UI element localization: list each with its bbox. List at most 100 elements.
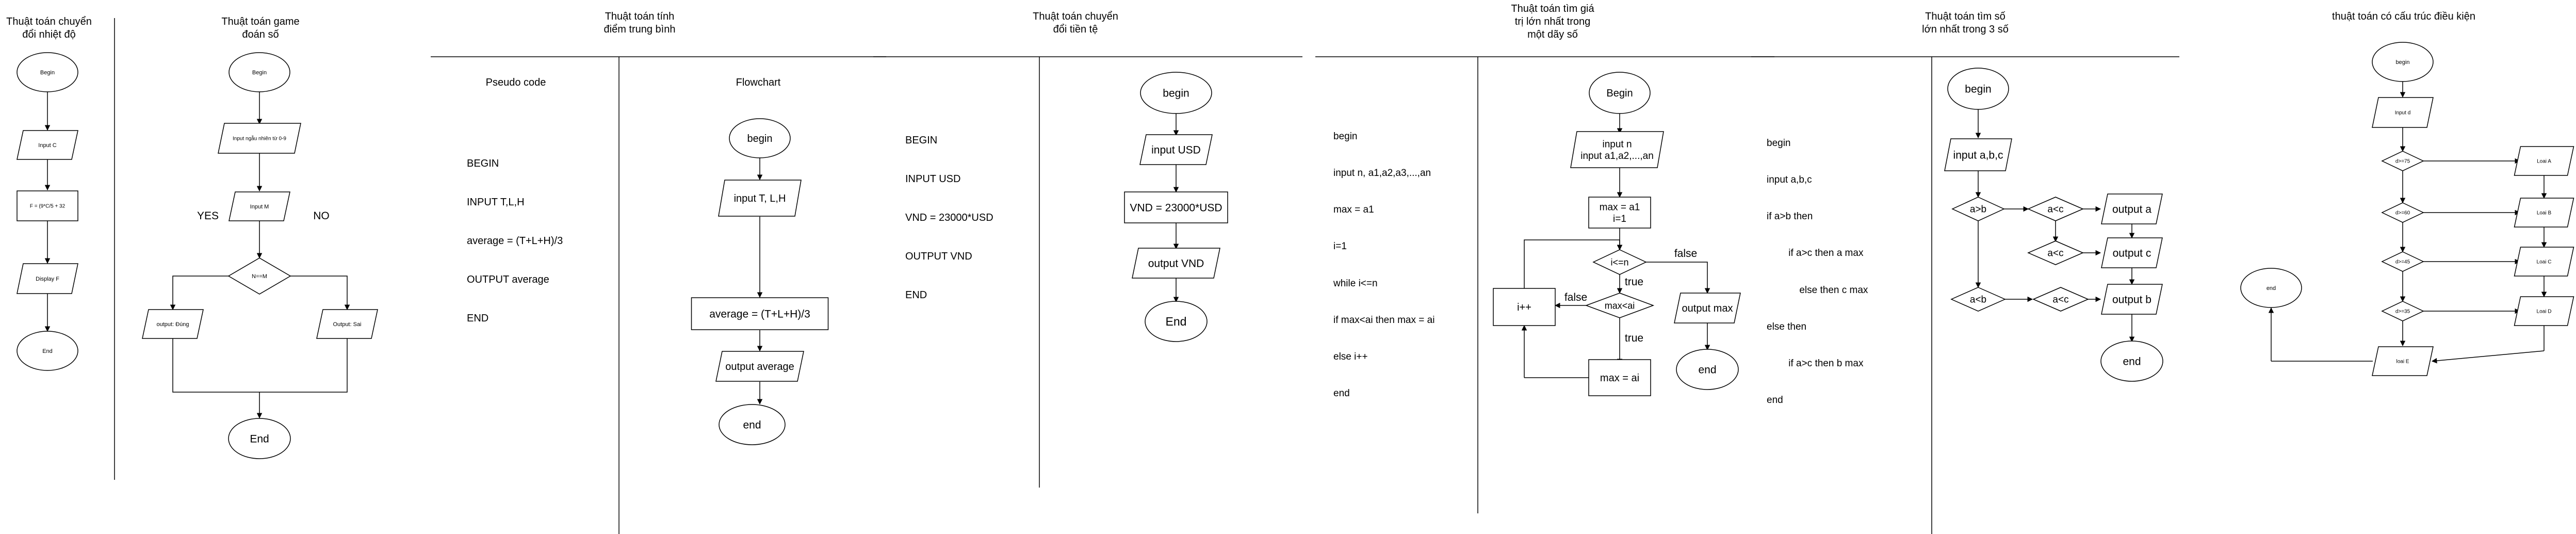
maxseq-true2-label: true — [1625, 332, 1643, 344]
title-max3-line1: Thuật toán tìm số — [1925, 11, 2006, 22]
maxseq-input-shape — [1570, 131, 1664, 168]
game-out-no-shape — [316, 309, 378, 339]
cond-l3-shape — [2514, 247, 2574, 277]
game-input-label: Input M — [250, 204, 269, 210]
vnd-pseudo-line: OUTPUT VND — [905, 251, 972, 262]
game-end-shape — [228, 418, 291, 459]
maxseq-cond1-shape — [1592, 249, 1647, 275]
max3-pseudo-line: input a,b,c — [1767, 174, 1812, 185]
max3-pseudo-line: end — [1767, 395, 1783, 406]
vnd-process-label: VND = 23000*USD — [1130, 202, 1222, 214]
maxseq-begin-label: Begin — [1606, 88, 1633, 99]
temp-output-label: Display F — [36, 276, 59, 282]
maxseq-loop-line — [1524, 239, 1620, 288]
temp-input-label: Input C — [38, 142, 57, 149]
max3-d4-label: a<b — [1970, 295, 1986, 305]
title-max3-line2: lớn nhất trong 3 số — [1922, 24, 2009, 35]
vnd-process-shape — [1124, 191, 1228, 223]
title-midpoint: Thuật toán tính điểm trung bình — [588, 10, 691, 36]
maxseq-output-label: output max — [1682, 303, 1733, 314]
max3-pseudo-line: begin — [1767, 137, 1791, 149]
vnd-input-label: input USD — [1151, 144, 1201, 156]
max3-input-shape — [1944, 138, 2012, 171]
max3-out-c-shape — [2101, 237, 2163, 268]
maxseq-output-shape — [1674, 293, 1741, 323]
maxseq-pseudo-line: if max<ai then max = ai — [1333, 314, 1435, 326]
cond-d1-shape — [2381, 151, 2424, 171]
maxseq-end-shape — [1676, 349, 1739, 390]
title-currency-line1: Thuật toán chuyển — [1033, 11, 1118, 22]
maxseq-pseudo-line: while i<=n — [1333, 278, 1378, 289]
title-midpoint-line1: Thuật toán tính — [605, 11, 675, 22]
cond-l5-label: loai E — [2396, 359, 2409, 365]
max3-pseudo-line: if a>b then — [1767, 211, 1813, 222]
max3-pseudo-line: else then — [1767, 321, 1807, 332]
max3-pseudo-line: if a>c then b max — [1767, 358, 1864, 369]
max3-pseudo-code: begin input a,b,c if a>b then if a>c the… — [1767, 112, 1868, 419]
maxseq-cond2-label: max<ai — [1605, 300, 1635, 311]
avg-pseudo-line: average = (T+L+H)/3 — [467, 235, 563, 247]
title-cond: thuật toán có cấu trúc điều kiện — [2301, 10, 2507, 23]
max3-out-a-shape — [2101, 193, 2163, 224]
maxseq-pseudo-code: begin input n, a1,a2,a3,...,an max = a1 … — [1333, 106, 1434, 412]
cond-end-label: end — [2267, 285, 2276, 292]
game-arrow-no — [290, 276, 350, 311]
cond-l1-shape — [2514, 146, 2574, 176]
cond-end-shape — [2240, 268, 2302, 308]
avg-flow-header: Flowchart — [736, 77, 781, 88]
cond-l2-label: Loai B — [2537, 211, 2552, 216]
maxseq-pseudo-line: max = a1 — [1333, 204, 1374, 215]
max3-d1-label: a>b — [1970, 204, 1986, 215]
title-max3: Thuật toán tìm số lớn nhất trong 3 số — [1909, 10, 2022, 36]
vnd-begin-shape — [1140, 72, 1212, 114]
cond-input-label: Input d — [2395, 110, 2411, 116]
cond-begin-shape — [2372, 42, 2434, 82]
max3-out-a-label: output a — [2112, 203, 2151, 215]
game-end-label: End — [250, 433, 269, 445]
maxseq-true1-label: true — [1625, 276, 1643, 288]
avg-pseudo-line: OUTPUT average — [467, 274, 549, 285]
max3-out-b-shape — [2101, 284, 2163, 315]
avg-output-shape — [715, 351, 804, 382]
avg-process-shape — [691, 297, 829, 330]
vnd-pseudo-line: INPUT USD — [905, 173, 961, 185]
maxseq-assign-shape — [1588, 359, 1651, 396]
maxseq-end-label: end — [1698, 364, 1716, 376]
cond-l3-label: Loai C — [2537, 260, 2552, 265]
vnd-pseudo-line: END — [905, 289, 927, 301]
max3-pseudo-line: else then c max — [1767, 284, 1868, 296]
maxseq-false2-label: false — [1564, 292, 1587, 303]
cond-d3-label: d>=45 — [2395, 260, 2410, 265]
max3-d1-shape — [1951, 197, 2005, 221]
temp-output-shape — [17, 263, 78, 294]
title-temp-line1: Thuật toán chuyển — [6, 16, 92, 27]
vnd-input-shape — [1139, 134, 1213, 165]
temp-begin-label: Begin — [40, 70, 55, 76]
title-maxseq-line3: một dãy số — [1527, 29, 1578, 40]
game-no-label: NO — [313, 210, 330, 222]
max3-d4-shape — [1950, 287, 2006, 312]
title-maxseq-line2: trị lớn nhất trong — [1514, 16, 1591, 27]
title-maxseq: Thuật toán tìm giá trị lớn nhất trong mộ… — [1501, 3, 1604, 41]
temp-input-shape — [17, 130, 78, 160]
max3-begin-label: begin — [1965, 83, 1991, 95]
vnd-output-label: output VND — [1148, 257, 1204, 269]
game-random-shape — [218, 123, 301, 154]
title-game-line2: đoán số — [242, 29, 279, 40]
max3-out-b-label: output b — [2112, 294, 2151, 305]
cond-d4-shape — [2381, 301, 2424, 321]
maxseq-pseudo-line: i=1 — [1333, 241, 1347, 252]
game-out-yes-shape — [142, 309, 204, 339]
vnd-end-label: End — [1166, 315, 1187, 328]
temp-end-label: End — [42, 348, 53, 354]
vnd-end-shape — [1145, 301, 1208, 342]
cond-d1-label: d>=75 — [2395, 159, 2410, 165]
max3-end-shape — [2100, 341, 2163, 382]
avg-pseudo-header: Pseudo code — [485, 77, 546, 88]
temp-begin-shape — [17, 52, 78, 92]
temp-process-label: F = (9*C/5 + 32 — [30, 204, 66, 209]
cond-d3-shape — [2381, 251, 2424, 272]
max3-d2-shape — [2027, 197, 2084, 221]
